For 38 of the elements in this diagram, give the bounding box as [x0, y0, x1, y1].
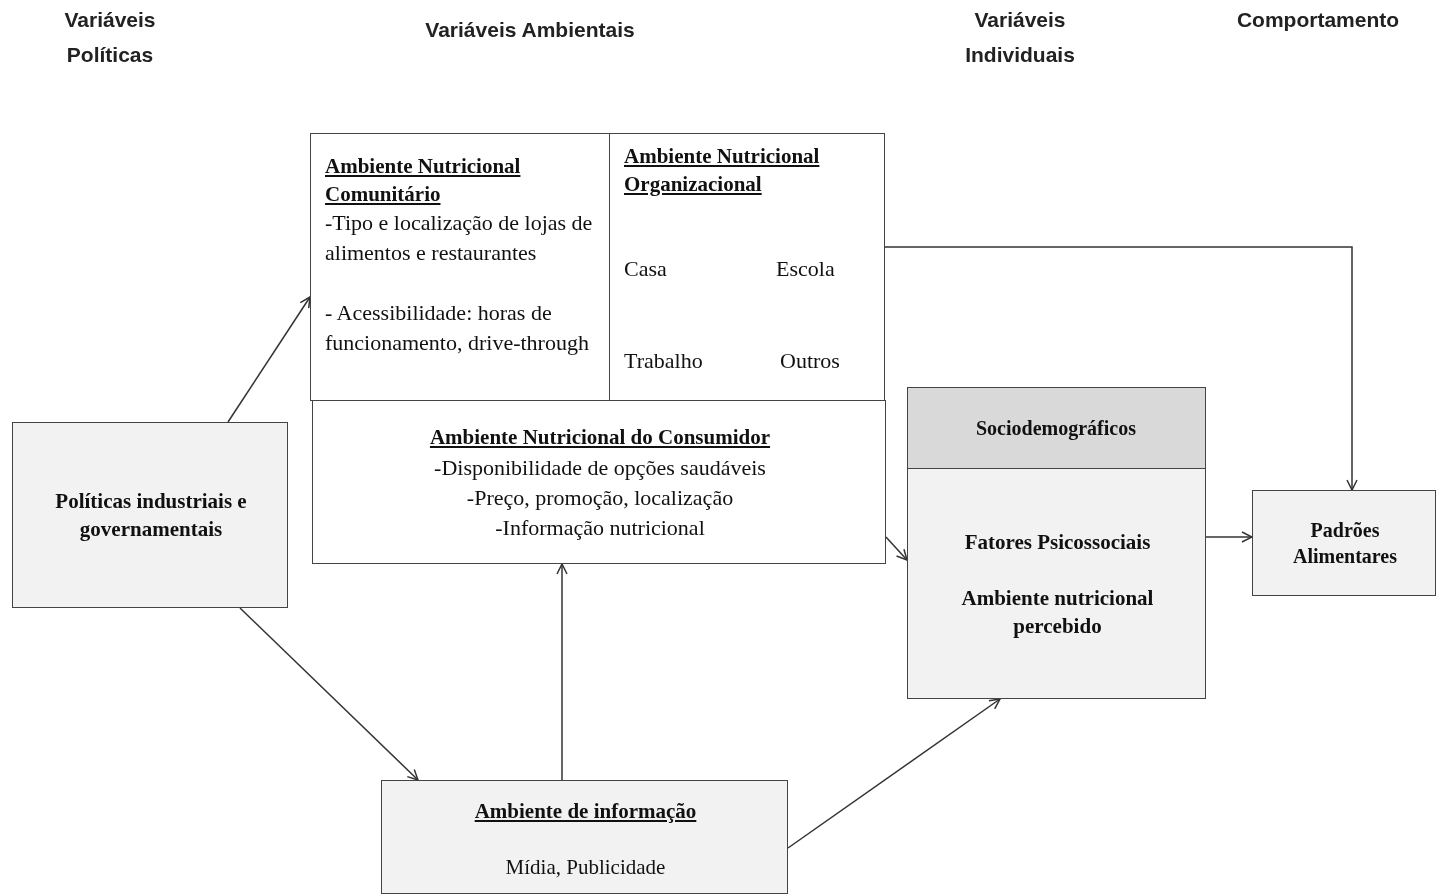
- box-text: Ambiente nutricional percebido: [960, 585, 1155, 640]
- header-band: [906, 386, 1206, 469]
- heading-text: Ambiente Nutricional Organizacional: [624, 143, 821, 198]
- outcome-box: [1252, 490, 1436, 596]
- box-text: Mídia, Publicidade: [504, 854, 667, 881]
- policy-box: [12, 422, 288, 608]
- arrow: [1205, 531, 1253, 543]
- box-text: Sociodemográficos: [975, 415, 1137, 442]
- arrow: [239, 607, 419, 781]
- arrow: [884, 246, 1358, 491]
- individual-box: [907, 387, 1206, 699]
- environment-box: [310, 133, 610, 401]
- column-heading: Variáveis Políticas: [63, 7, 157, 68]
- box-text: Casa: [624, 255, 668, 283]
- heading-text: Ambiente de informação: [473, 798, 698, 825]
- box-text: -Preço, promoção, localização: [465, 484, 735, 512]
- box-text: Fatores Psicossociais: [963, 529, 1152, 556]
- heading-text: Ambiente Nutricional do Consumidor: [428, 424, 772, 451]
- box-text: Trabalho: [624, 347, 704, 375]
- column-heading: Comportamento: [1235, 7, 1401, 33]
- box-text: Políticas industriais e governamentais: [54, 488, 248, 543]
- column-heading: Variáveis Individuais: [964, 7, 1076, 68]
- box-text: Escola: [776, 255, 836, 283]
- arrow: [227, 296, 311, 423]
- arrow: [556, 563, 568, 781]
- arrow: [787, 698, 1001, 849]
- box-text: Padrões Alimentares: [1291, 518, 1399, 569]
- box-text: -Disponibilidade de opções saudáveis: [433, 454, 767, 482]
- box-text: Outros: [780, 347, 841, 375]
- heading-text: Ambiente Nutricional Comunitário: [325, 153, 522, 208]
- box-text: - Acessibilidade: horas de funcionamento, drive-through: [325, 299, 590, 357]
- environment-box: [312, 400, 886, 564]
- box-text: -Informação nutricional: [494, 514, 706, 542]
- column-heading: Variáveis Ambientais: [424, 17, 636, 43]
- box-text: -Tipo e localização de lojas de alimentos e restaurantes: [325, 209, 594, 267]
- information-box: [381, 780, 788, 894]
- arrow: [885, 536, 908, 561]
- environment-box: [609, 133, 885, 401]
